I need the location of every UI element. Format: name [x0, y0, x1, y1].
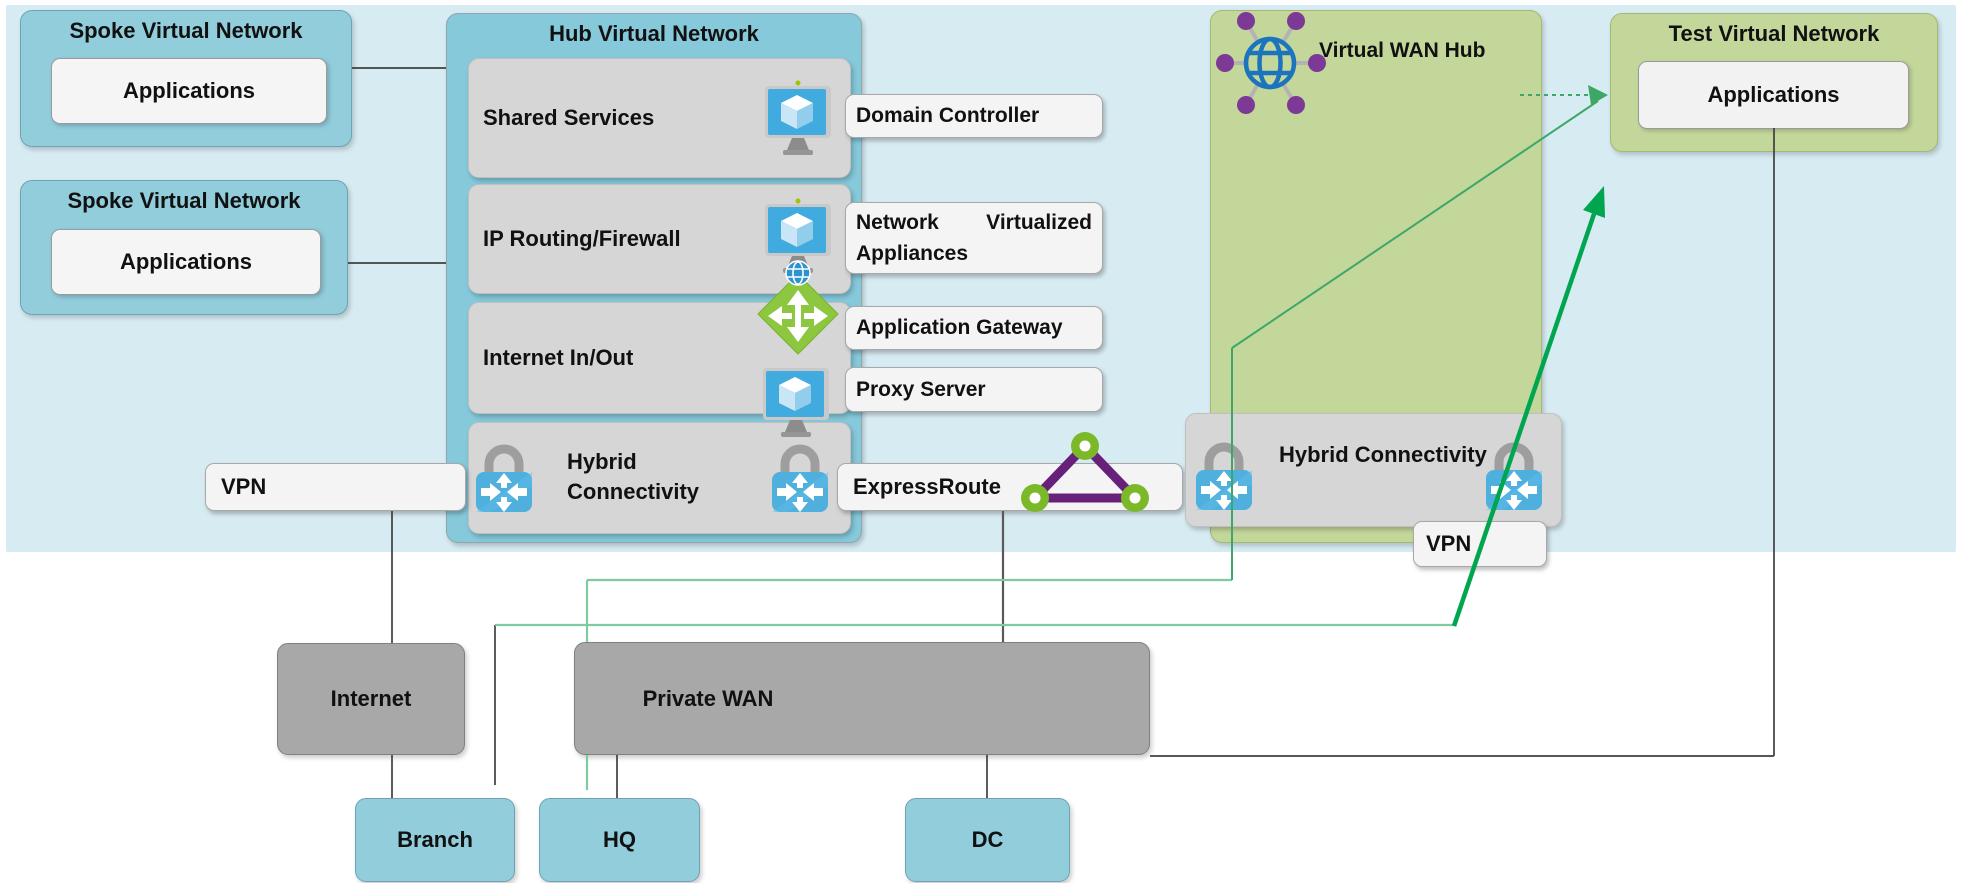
- private-wan-box-label: Private WAN: [642, 685, 774, 711]
- label-vpn-left: VPN: [205, 463, 466, 511]
- branch-box-label: Branch: [397, 827, 473, 852]
- spoke-vnet-1-applications: Applications: [51, 58, 327, 124]
- vpn-gateway-icon-wan-left: [1196, 442, 1252, 510]
- dc-box: DC: [905, 798, 1070, 882]
- wan-hybrid-connectivity-label: Hybrid Connectivity: [1279, 442, 1487, 467]
- vm-icon-nva: [765, 198, 831, 273]
- hub-row-internet-in-out-label: Internet In/Out: [483, 345, 634, 370]
- expressroute-icon: [1021, 432, 1149, 512]
- spoke-vnet-2-title: Spoke Virtual Network: [67, 188, 301, 213]
- spoke-vnet-1-title: Spoke Virtual Network: [69, 18, 303, 43]
- vm-icon-shared-services: [765, 80, 831, 155]
- label-vpn-right: VPN: [1413, 521, 1547, 567]
- label-expressroute-text: ExpressRoute: [853, 474, 1001, 499]
- label-proxy-server-text: Proxy Server: [856, 377, 986, 401]
- hub-row-hybrid-connectivity-label: Hybrid Connectivity: [567, 449, 700, 504]
- vpn-gateway-icon-hub-right: [772, 444, 828, 512]
- test-vnet-applications: Applications: [1638, 61, 1909, 129]
- branch-box: Branch: [355, 798, 515, 882]
- virtual-wan-icon: [1216, 12, 1326, 114]
- dc-box-label: DC: [971, 827, 1004, 852]
- test-vnet: Test Virtual Network Applications: [1610, 13, 1938, 152]
- internet-box: Internet: [277, 643, 465, 755]
- spoke-vnet-1: Spoke Virtual Network Applications: [20, 10, 352, 147]
- vpn-gateway-icon-wan-right: [1486, 442, 1542, 510]
- hub-row-shared-services-label: Shared Services: [483, 105, 655, 130]
- spoke-vnet-2: Spoke Virtual Network Applications: [20, 180, 348, 315]
- label-application-gateway-text: Application Gateway: [856, 316, 1063, 339]
- label-vpn-right-text: VPN: [1426, 531, 1472, 556]
- virtual-wan-hub-title: Virtual WAN Hub: [1319, 39, 1486, 62]
- vpn-gateway-icon-hub-left: [476, 444, 532, 512]
- label-network-virtualized-appliances: Network Virtualized Appliances: [845, 202, 1103, 274]
- test-vnet-title: Test Virtual Network: [1668, 21, 1880, 46]
- spoke-vnet-2-applications-label: Applications: [119, 249, 252, 274]
- hq-box: HQ: [539, 798, 700, 882]
- vm-icon-proxy-server: [763, 368, 829, 437]
- test-vnet-applications-label: Applications: [1707, 82, 1840, 107]
- hub-vnet-title: Hub Virtual Network: [549, 21, 759, 46]
- label-domain-controller: Domain Controller: [845, 94, 1103, 138]
- application-gateway-icon: [757, 260, 839, 355]
- internet-box-label: Internet: [330, 686, 412, 711]
- spoke-vnet-1-applications-label: Applications: [122, 78, 255, 103]
- label-application-gateway: Application Gateway: [845, 306, 1103, 350]
- private-wan-box: Private WAN: [574, 642, 1150, 755]
- label-domain-controller-text: Domain Controller: [856, 104, 1040, 127]
- label-vpn-left-text: VPN: [221, 474, 267, 499]
- hub-row-ip-routing-firewall-label: IP Routing/Firewall: [483, 226, 681, 251]
- spoke-vnet-2-applications: Applications: [51, 229, 321, 295]
- label-nva-text: Network Virtualized Appliances: [856, 211, 1092, 265]
- hq-box-label: HQ: [603, 827, 636, 852]
- label-proxy-server: Proxy Server: [845, 367, 1103, 412]
